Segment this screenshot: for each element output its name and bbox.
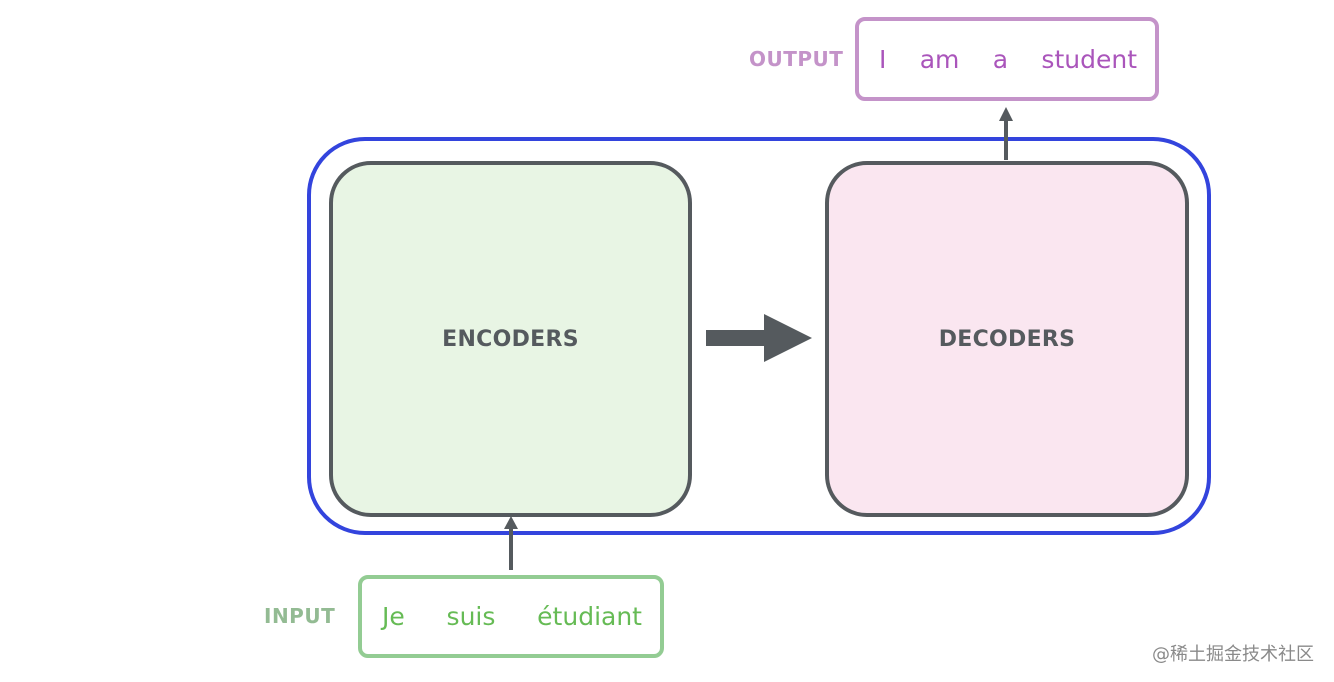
input-box: Je suis étudiant xyxy=(358,575,664,658)
output-label: OUTPUT xyxy=(749,47,844,71)
output-box: I am a student xyxy=(855,17,1159,101)
decoders-label: DECODERS xyxy=(938,326,1076,352)
input-label: INPUT xyxy=(264,604,336,628)
output-token: a xyxy=(992,44,1009,74)
output-token: I xyxy=(879,44,887,74)
encoders-label: ENCODERS xyxy=(442,326,579,352)
watermark: @稀土掘金技术社区 xyxy=(1152,644,1314,665)
decoders-box: DECODERS xyxy=(825,161,1189,517)
input-token: Je xyxy=(382,602,405,631)
encoders-box: ENCODERS xyxy=(329,161,692,517)
input-token: suis xyxy=(446,602,496,631)
output-token: student xyxy=(1041,44,1137,74)
transformer-container xyxy=(307,137,1211,535)
input-token: étudiant xyxy=(537,602,642,631)
output-token: am xyxy=(919,44,960,74)
